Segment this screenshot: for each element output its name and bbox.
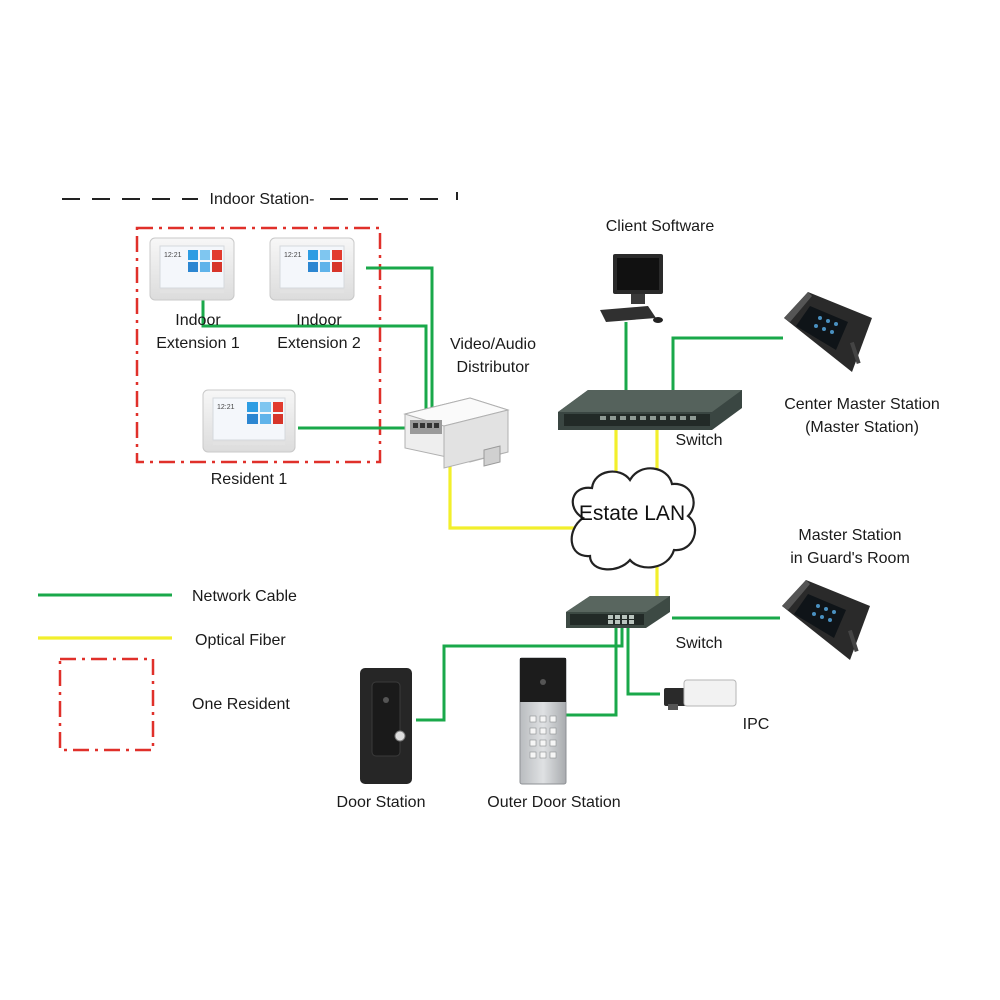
cable-switch-ipc — [626, 628, 660, 696]
cable-extension1-distributor — [201, 300, 428, 420]
distributor-label-line1: Video/Audio — [450, 336, 536, 353]
switch-bottom-label: Switch — [675, 635, 723, 652]
outer-door-station-device — [519, 657, 567, 785]
screen-time: 12:21 — [164, 252, 182, 259]
legend-network-cable-label: Network Cable — [192, 588, 297, 605]
screen-time: 12:21 — [217, 404, 235, 411]
indoor-extension-2-label-line1: Indoor — [296, 312, 342, 329]
door-station-device — [360, 668, 412, 784]
ipc-device — [664, 679, 737, 710]
video-audio-distributor-label: Video/Audio Distributor — [450, 333, 536, 379]
cable-center-master-switch — [671, 336, 783, 392]
cable-switch-outer-door — [566, 628, 618, 717]
network-cables — [201, 266, 783, 722]
estate-lan-label: Estate LAN — [578, 502, 686, 525]
resident-1-device: 12:21 — [202, 389, 296, 453]
indoor-station-group-line — [62, 192, 458, 200]
center-master-label-line1: Center Master Station — [784, 396, 940, 413]
master-station-guard-label: Master Station in Guard's Room — [790, 524, 910, 570]
cable-switch-door-station — [416, 628, 624, 722]
outer-door-station-label: Outer Door Station — [487, 794, 621, 811]
distributor-label-line2: Distributor — [456, 359, 530, 376]
door-station-label: Door Station — [336, 794, 426, 811]
indoor-extension-2-device: 12:21 — [269, 237, 355, 301]
guard-label-line1: Master Station — [798, 527, 902, 544]
indoor-station-group-label: Indoor Station- — [209, 191, 315, 208]
center-master-station-label: Center Master Station (Master Station) — [784, 393, 940, 439]
indoor-extension-2-label: Indoor Extension 2 — [277, 309, 361, 355]
legend-one-resident-box — [58, 657, 155, 752]
indoor-extension-1-device: 12:21 — [149, 237, 235, 301]
indoor-extension-1-label-line2: Extension 1 — [156, 335, 240, 352]
legend-optical-fiber-label: Optical Fiber — [195, 632, 286, 649]
screen-time: 12:21 — [284, 252, 302, 259]
legend — [38, 593, 172, 752]
legend-one-resident-label: One Resident — [192, 696, 290, 713]
indoor-extension-1-label: Indoor Extension 1 — [156, 309, 240, 355]
estate-lan-cloud — [570, 467, 697, 571]
cable-extension2-distributor — [366, 266, 434, 420]
bottom-switch-device — [566, 596, 670, 628]
center-master-label-line2: (Master Station) — [805, 419, 919, 436]
switch-top-label: Switch — [675, 432, 723, 449]
guard-master-station-device — [782, 580, 870, 660]
ipc-label: IPC — [742, 716, 770, 733]
video-audio-distributor-device — [403, 397, 510, 469]
indoor-extension-1-label-line1: Indoor — [175, 312, 221, 329]
indoor-extension-2-label-line2: Extension 2 — [277, 335, 361, 352]
resident-1-label: Resident 1 — [210, 471, 288, 488]
resident-boundary — [135, 226, 382, 464]
client-software-label: Client Software — [605, 218, 715, 235]
center-master-station-device — [784, 292, 872, 372]
client-software-device — [600, 254, 663, 323]
guard-label-line2: in Guard's Room — [790, 550, 910, 567]
top-switch-device — [558, 390, 742, 430]
